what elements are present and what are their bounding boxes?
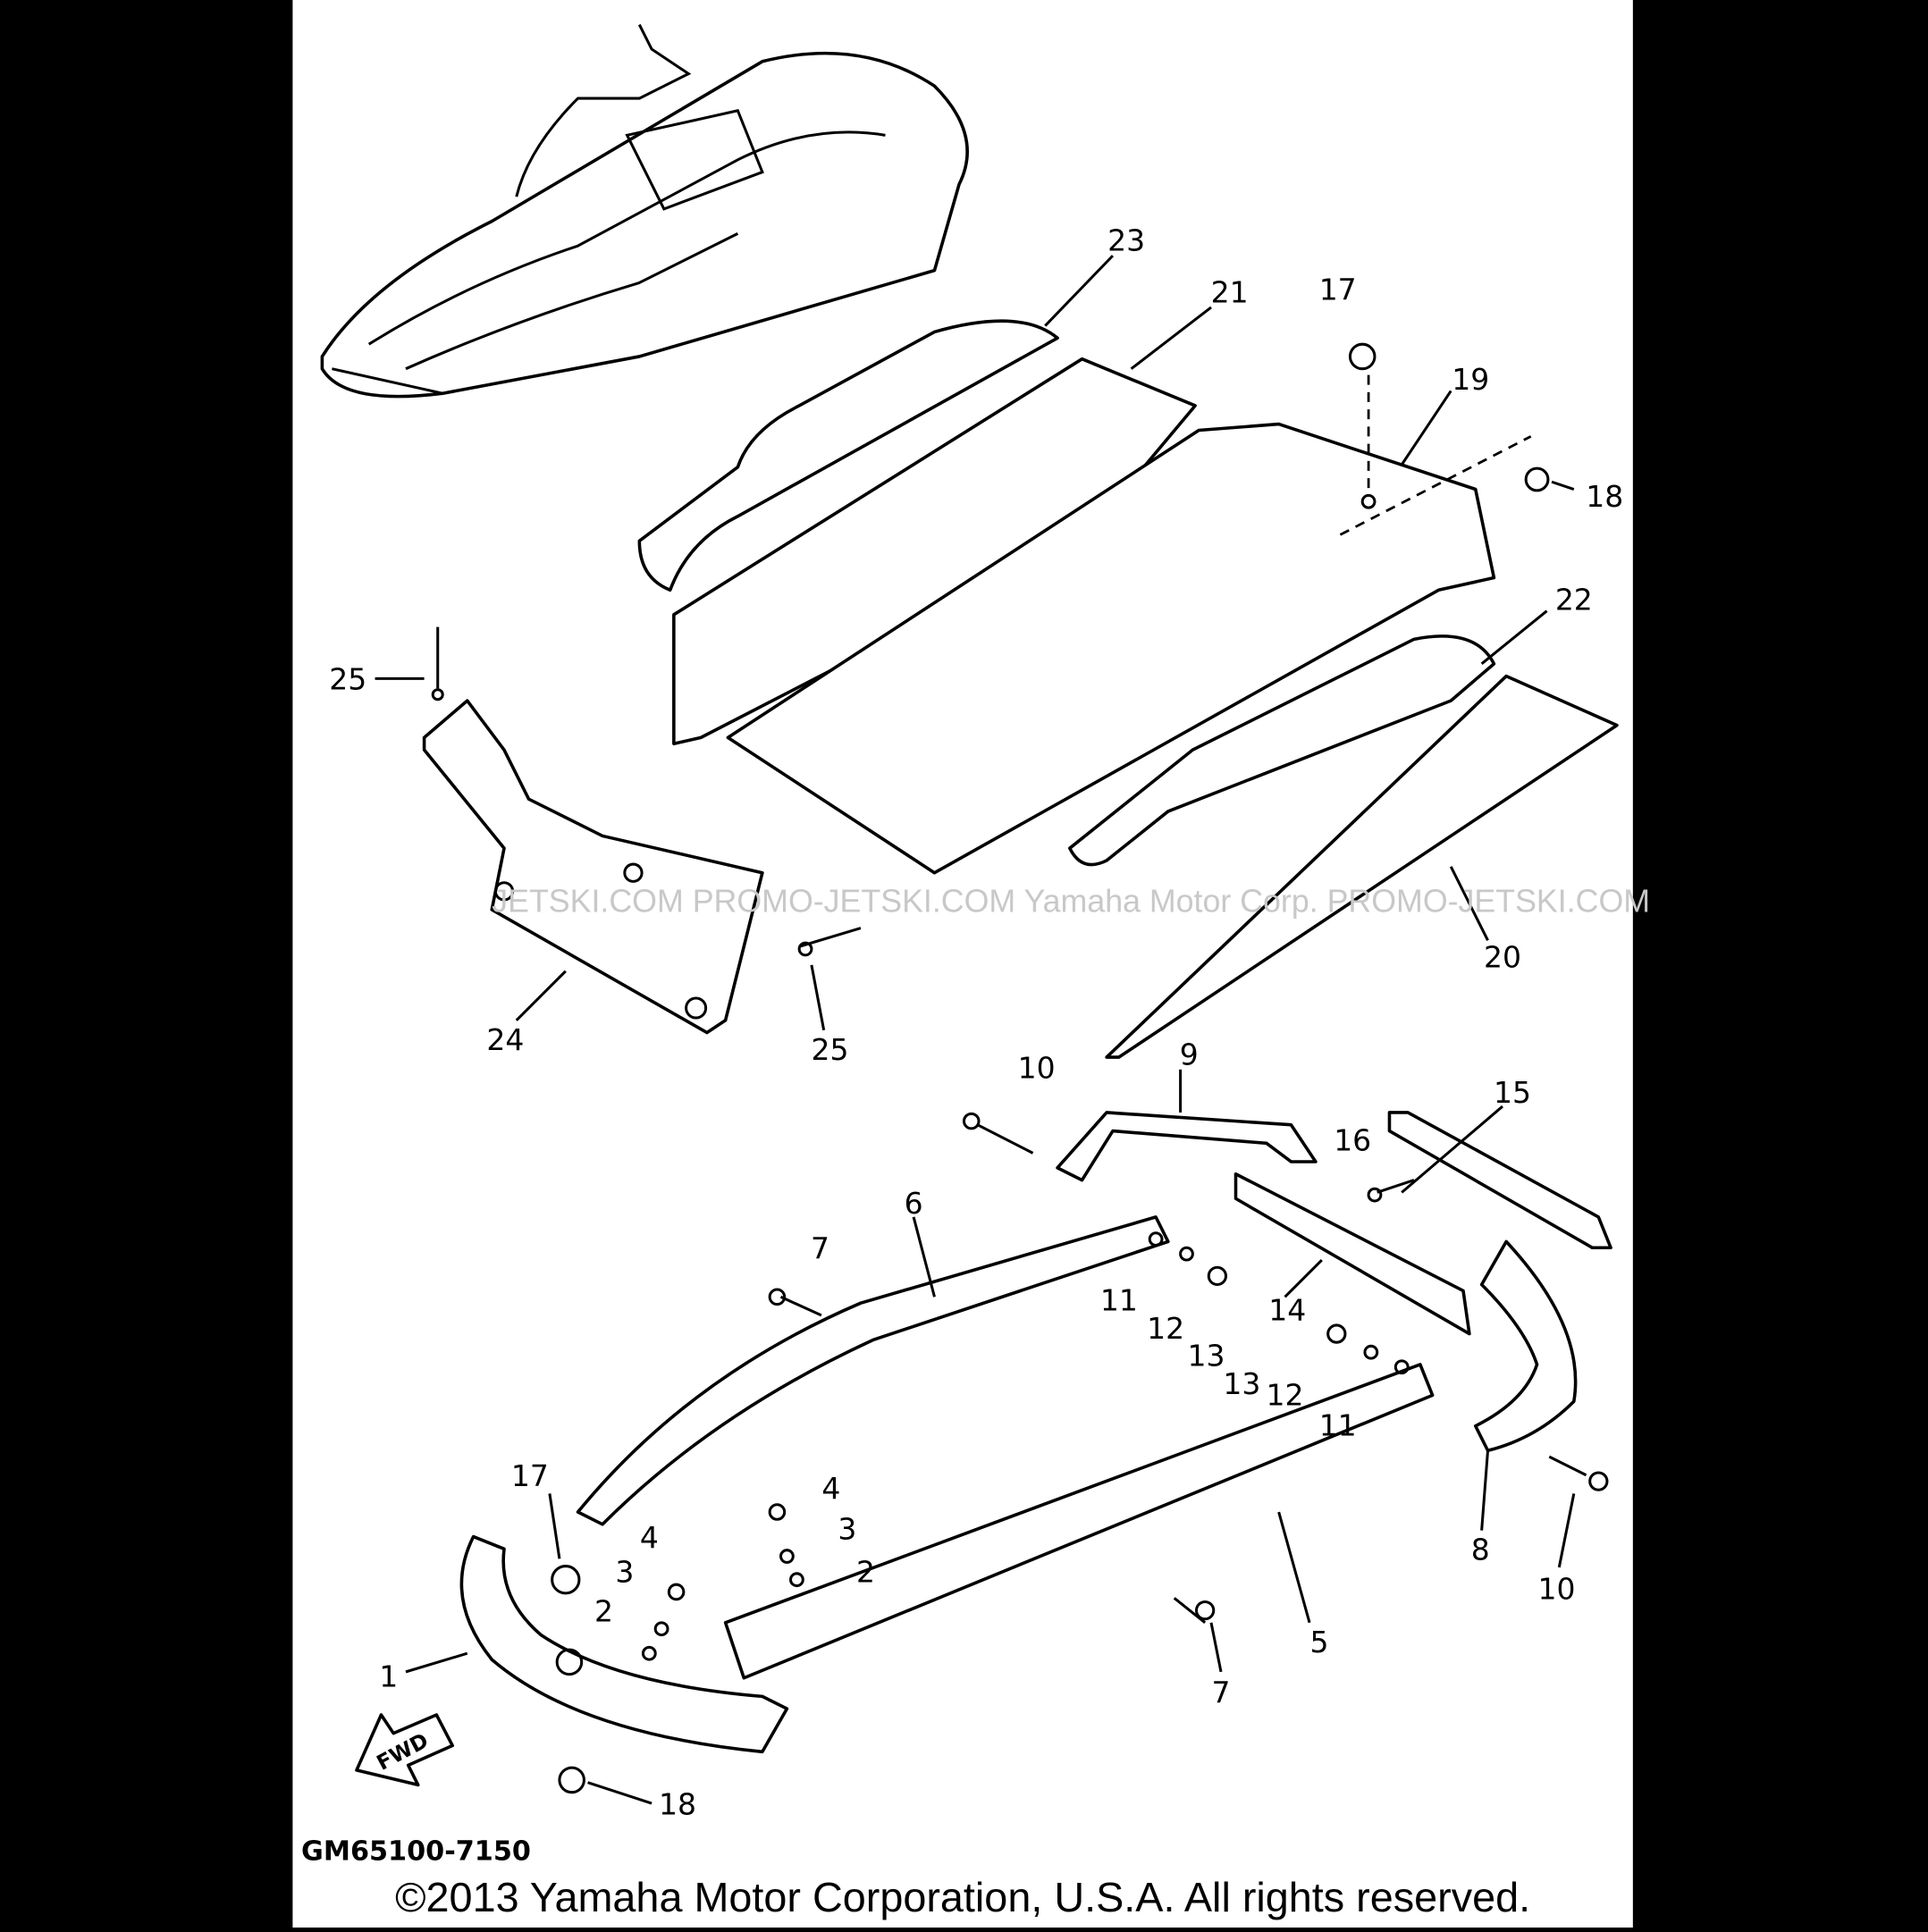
front-bumper-1 [459,1534,789,1754]
callout-24: 24 [486,1022,524,1057]
callout-8: 8 [1471,1533,1490,1567]
callout-2: 2 [856,1554,875,1589]
callout-4: 4 [640,1520,659,1555]
callout-12: 12 [1267,1377,1304,1412]
mat-22 [1068,634,1496,867]
callout-12: 12 [1147,1311,1184,1346]
mat-20 [1105,674,1619,1059]
callout-17: 17 [1319,273,1357,307]
callout-2: 2 [594,1593,613,1628]
diagram-code: GM65100-7150 [301,1835,531,1867]
callout-25: 25 [812,1032,849,1067]
callout-9: 9 [1180,1037,1199,1071]
leader-lines [375,255,1576,1805]
fasteners [551,342,1609,1794]
callout-21: 21 [1211,274,1249,309]
callout-14: 14 [1268,1292,1306,1327]
callout-7: 7 [1212,1675,1231,1709]
callout-3: 3 [615,1554,634,1589]
copyright-notice: ©2013 Yamaha Motor Corporation, U.S.A. A… [395,1874,1530,1920]
callout-11: 11 [1100,1282,1138,1317]
corner-bumper-8 [1473,1239,1578,1453]
callout-13: 13 [1223,1366,1260,1401]
callout-18: 18 [1586,479,1623,514]
callout-10: 10 [1018,1050,1056,1085]
callout-16: 16 [1334,1123,1371,1158]
callout-19: 19 [1452,362,1489,397]
callout-13: 13 [1188,1338,1225,1373]
callout-4: 4 [821,1471,840,1506]
callout-3: 3 [838,1511,856,1546]
callout-7: 7 [811,1231,829,1266]
callout-18: 18 [659,1786,696,1821]
callout-23: 23 [1107,223,1145,258]
callout-22: 22 [1555,582,1593,617]
part-callouts: 23 21 17 19 18 22 25 20 24 25 10 9 15 16… [329,223,1623,1822]
bumper-9 [1056,1111,1318,1182]
callout-11: 11 [1319,1408,1357,1443]
rail-14 [1233,1172,1471,1336]
callout-1: 1 [379,1659,398,1693]
gunwale-rail-6 [576,1215,1170,1526]
callout-25: 25 [329,662,366,697]
callout-5: 5 [1310,1625,1329,1659]
callout-6: 6 [905,1186,923,1221]
callout-20: 20 [1484,940,1521,975]
gunwale-rail-5 [723,1363,1435,1680]
rivet-25-right [797,927,862,957]
callout-15: 15 [1494,1075,1531,1110]
watermark: JETSKI.COM PROMO-JETSKI.COM Yamaha Motor… [492,884,1650,920]
mat-19 [726,374,1532,875]
callout-17: 17 [511,1458,549,1493]
jet-ski-overview-illustration [320,23,969,399]
rail-15 [1387,1111,1612,1250]
bracket-24 [422,699,764,1035]
callout-10: 10 [1538,1572,1576,1607]
mat-23 [637,319,1059,592]
rivet-25-top [431,626,444,701]
